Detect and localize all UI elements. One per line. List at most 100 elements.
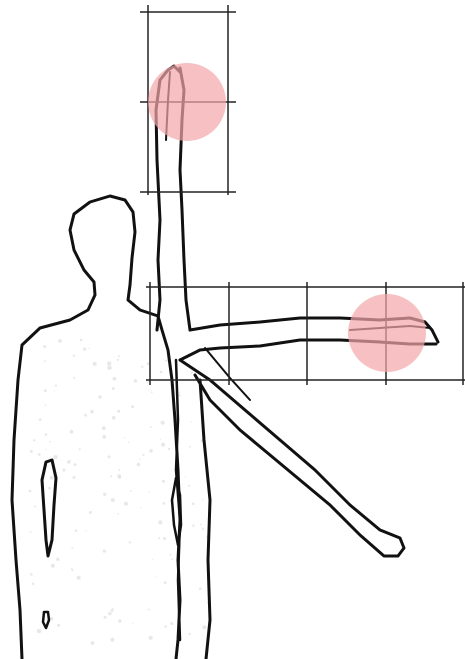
speckle-dot xyxy=(118,619,121,622)
speckle-dot xyxy=(107,366,111,370)
speckle-dot xyxy=(57,624,60,627)
body-silhouette xyxy=(12,196,180,659)
speckle-dot xyxy=(71,568,73,570)
speckle-dot xyxy=(50,476,54,480)
speckle-dot xyxy=(139,458,140,459)
speckle-dot xyxy=(134,379,137,382)
speckle-dot xyxy=(103,493,106,496)
speckle-dot xyxy=(63,469,66,472)
speckle-dot xyxy=(128,442,130,444)
speckle-dot xyxy=(188,633,190,635)
speckle-dot xyxy=(188,485,190,487)
speckle-dot xyxy=(111,498,115,502)
speckle-dot xyxy=(33,439,35,441)
speckle-dot xyxy=(149,449,153,453)
speckle-dot xyxy=(124,502,128,506)
speckle-dot xyxy=(93,362,97,366)
speckle-dot xyxy=(84,414,87,417)
speckle-dot xyxy=(85,530,86,531)
speckle-dot xyxy=(55,385,57,387)
speckle-dot xyxy=(202,625,206,629)
speckle-dot xyxy=(148,492,149,493)
speckle-dot xyxy=(73,355,75,357)
speckle-dot xyxy=(161,443,165,447)
speckle-dot xyxy=(192,502,195,505)
torso-line xyxy=(176,360,180,640)
speckle-dot xyxy=(80,339,83,342)
speckle-dot xyxy=(147,381,149,383)
speckle-dot xyxy=(90,410,94,414)
speckle-dot xyxy=(202,499,203,500)
speckle-dot xyxy=(191,371,193,373)
speckle-dot xyxy=(164,581,167,584)
diagonal-arm-inner-line xyxy=(205,348,250,400)
speckle-dot xyxy=(137,463,141,467)
speckle-dot xyxy=(112,387,115,390)
speckle-dot xyxy=(111,638,115,642)
speckle-dot xyxy=(39,418,42,421)
hand-marker-top xyxy=(148,63,226,141)
speckle-dot xyxy=(171,558,173,560)
speckle-dot xyxy=(30,573,33,576)
speckle-dot xyxy=(103,550,106,553)
speckle-dot xyxy=(149,636,153,640)
speckle-dot xyxy=(158,537,160,539)
speckle-dot xyxy=(45,449,46,450)
speckle-dot xyxy=(189,446,191,448)
speckle-dot xyxy=(45,405,47,407)
speckle-dot xyxy=(202,528,204,530)
speckle-dot xyxy=(108,612,112,616)
speckle-dot xyxy=(170,554,172,556)
speckle-dot xyxy=(199,588,202,591)
speckle-dot xyxy=(163,537,166,540)
speckle-dot xyxy=(170,622,173,625)
speckle-dot xyxy=(158,520,162,524)
speckle-dot xyxy=(38,453,41,456)
speckle-dot xyxy=(140,507,141,508)
speckle-dot xyxy=(107,361,111,365)
speckle-dot xyxy=(131,405,134,408)
speckle-dot xyxy=(73,377,75,379)
speckle-dot xyxy=(53,455,57,459)
speckle-dot xyxy=(150,426,152,428)
speckle-dot xyxy=(50,617,53,620)
speckle-dot xyxy=(152,559,153,560)
speckle-dot xyxy=(56,558,59,561)
speckle-dot xyxy=(79,448,81,450)
speckle-dot xyxy=(160,371,163,374)
speckle-dot xyxy=(102,435,106,439)
speckle-dot xyxy=(83,348,86,351)
speckle-dot xyxy=(165,360,167,362)
speckle-dot xyxy=(113,377,117,381)
speckle-dot xyxy=(124,437,125,438)
speckle-dot xyxy=(112,608,114,610)
speckle-dot xyxy=(70,460,71,461)
speckle-dot xyxy=(118,476,121,479)
speckle-dot xyxy=(151,391,153,393)
speckle-dot xyxy=(75,529,78,532)
speckle-dot xyxy=(44,389,47,392)
speckle-dot xyxy=(91,641,95,645)
speckle-dot xyxy=(108,455,111,458)
speckle-dot xyxy=(43,345,46,348)
speckle-dot xyxy=(32,582,35,585)
speckle-dot xyxy=(164,625,167,628)
speckle-dot xyxy=(118,513,120,515)
speckle-dot xyxy=(58,339,62,343)
speckle-dot xyxy=(104,616,107,619)
speckle-dot xyxy=(191,421,192,422)
speckle-dot xyxy=(117,359,119,361)
speckle-dot xyxy=(50,441,52,443)
speckle-dot xyxy=(30,531,32,533)
speckle-dot xyxy=(77,576,81,580)
speckle-dot xyxy=(118,355,120,357)
speckle-dot xyxy=(156,577,157,578)
speckle-dot xyxy=(44,360,46,362)
speckle-dot xyxy=(130,490,132,492)
speckle-dot xyxy=(111,609,114,612)
speckle-dot xyxy=(162,480,165,483)
speckle-dot xyxy=(29,490,32,493)
speckle-dot xyxy=(110,475,112,477)
